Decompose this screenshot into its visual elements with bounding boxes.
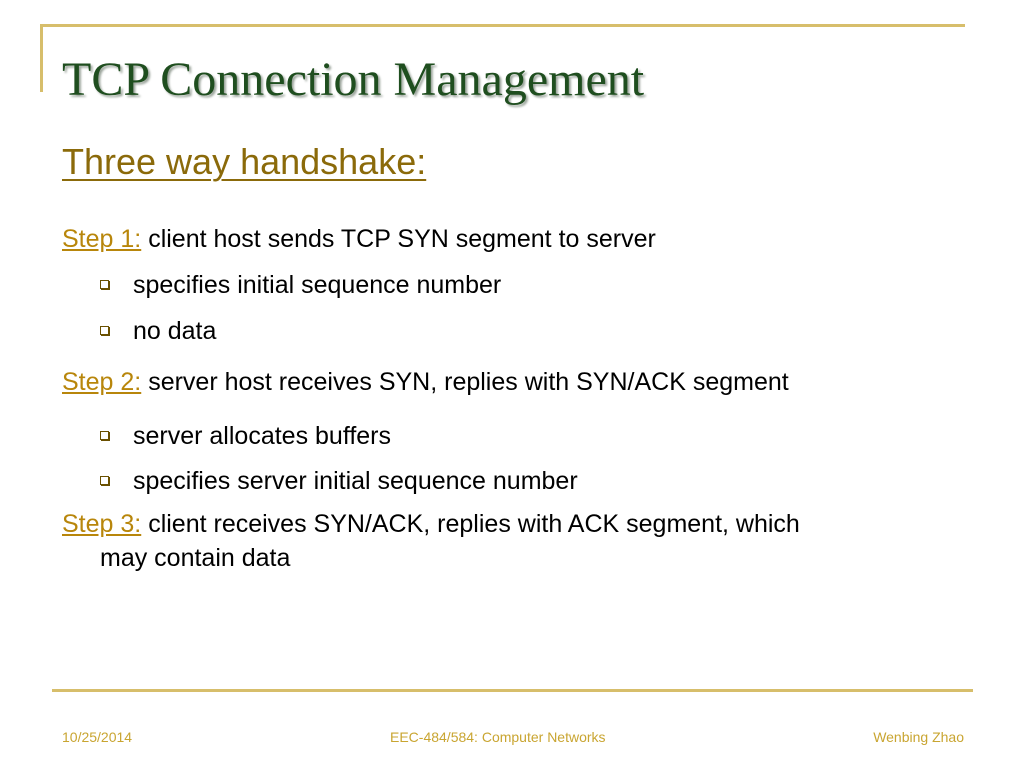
bullet-text: server allocates buffers bbox=[133, 422, 391, 450]
step-1-bullet-1: specifies initial sequence number bbox=[100, 268, 501, 302]
step-2-label: Step 2: bbox=[62, 368, 142, 396]
footer-course: EEC-484/584: Computer Networks bbox=[390, 729, 606, 745]
step-2: Step 2: server host receives SYN, replie… bbox=[62, 365, 789, 399]
step-3-label: Step 3: bbox=[62, 510, 142, 538]
step-3-text: client receives SYN/ACK, replies with AC… bbox=[148, 510, 800, 538]
bullet-text: specifies server initial sequence number bbox=[133, 467, 578, 495]
slide-title: TCP Connection Management bbox=[62, 53, 645, 106]
frame-top-line bbox=[40, 24, 965, 27]
step-2-bullet-2: specifies server initial sequence number bbox=[100, 464, 578, 498]
footer-date: 10/25/2014 bbox=[62, 729, 133, 745]
square-bullet-icon bbox=[100, 475, 109, 485]
square-bullet-icon bbox=[100, 430, 109, 440]
step-3-text-continued: may contain data bbox=[100, 544, 291, 572]
square-bullet-icon bbox=[100, 279, 109, 289]
step-1-label: Step 1: bbox=[62, 225, 142, 253]
square-bullet-icon bbox=[100, 325, 109, 335]
footer-author: Wenbing Zhao bbox=[873, 729, 964, 745]
step-1-bullet-2: no data bbox=[100, 314, 216, 348]
bullet-text: no data bbox=[133, 317, 217, 345]
step-3: Step 3: client receives SYN/ACK, replies… bbox=[62, 507, 962, 575]
step-2-text: server host receives SYN, replies with S… bbox=[148, 368, 789, 396]
bullet-text: specifies initial sequence number bbox=[133, 271, 502, 299]
step-1-text: client host sends TCP SYN segment to ser… bbox=[148, 225, 656, 253]
footer-divider bbox=[52, 689, 973, 692]
step-1: Step 1: client host sends TCP SYN segmen… bbox=[62, 222, 656, 256]
frame-left-line bbox=[40, 24, 43, 92]
slide-subtitle: Three way handshake: bbox=[62, 141, 427, 182]
step-2-bullet-1: server allocates buffers bbox=[100, 419, 391, 453]
